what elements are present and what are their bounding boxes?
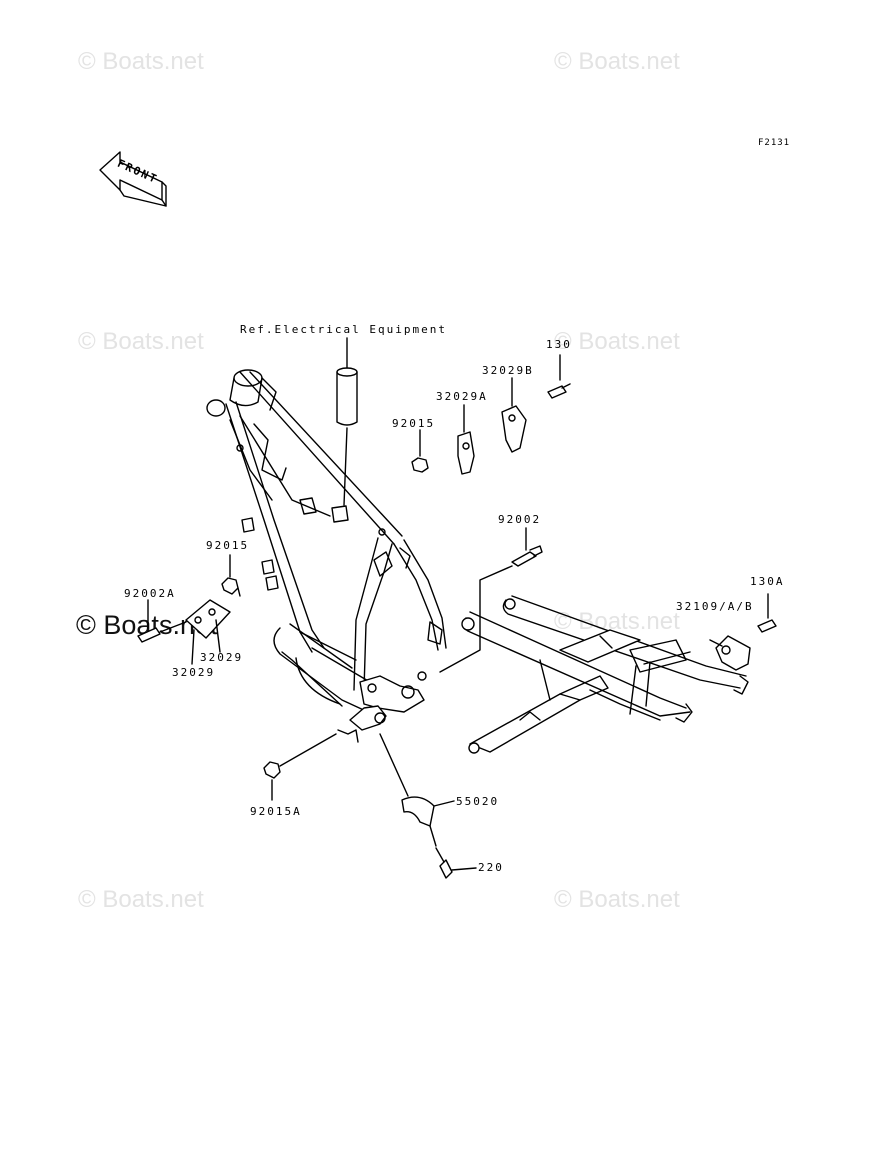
part-label-92002A: 92002A xyxy=(124,587,176,600)
part-label-32029B: 32029B xyxy=(482,364,534,377)
watermark: © Boats.net xyxy=(554,886,680,913)
figure-code: F2131 xyxy=(758,138,791,148)
part-label-92015-top: 92015 xyxy=(392,417,436,430)
sub-frame xyxy=(461,595,749,754)
bolt-92002 xyxy=(439,527,543,673)
watermark: © Boats.net xyxy=(78,886,204,913)
bracket-32109 xyxy=(709,635,751,671)
bracket-32029B xyxy=(501,377,527,453)
watermark: © Boats.net xyxy=(554,48,680,75)
part-label-32029-bottom: 32029 xyxy=(172,666,216,679)
nut-92015-top xyxy=(411,429,429,473)
watermark: © Boats.net xyxy=(78,328,204,355)
part-label-220: 220 xyxy=(478,861,504,874)
watermark: © Boats.net xyxy=(78,48,204,75)
bracket-32029A xyxy=(457,404,475,475)
part-label-55020: 55020 xyxy=(456,795,500,808)
part-label-32029A: 32029A xyxy=(436,390,488,403)
spacer-part xyxy=(336,337,358,506)
part-label-92015A: 92015A xyxy=(250,805,302,818)
bolt-92002A xyxy=(137,599,187,643)
part-label-92015-left: 92015 xyxy=(206,539,250,552)
plate-32029 xyxy=(185,599,231,665)
watermark: © Boats.net xyxy=(554,328,680,355)
front-arrow-icon xyxy=(99,151,167,207)
part-label-92002: 92002 xyxy=(498,513,542,526)
part-label-32029-right: 32029 xyxy=(200,651,244,664)
guard-55020 xyxy=(379,733,455,827)
nut-92015-left xyxy=(221,554,241,597)
ref-note: Ref.Electrical Equipment xyxy=(240,323,447,336)
part-label-32109: 32109/A/B xyxy=(676,600,754,613)
part-label-130A: 130A xyxy=(750,575,785,588)
watermark: © Boats.net xyxy=(554,608,680,635)
bolt-130 xyxy=(547,354,571,399)
main-frame xyxy=(206,369,447,743)
bolt-220 xyxy=(429,825,477,879)
nut-92015A xyxy=(263,733,337,801)
bolt-130A xyxy=(757,593,777,633)
part-label-130: 130 xyxy=(546,338,572,351)
